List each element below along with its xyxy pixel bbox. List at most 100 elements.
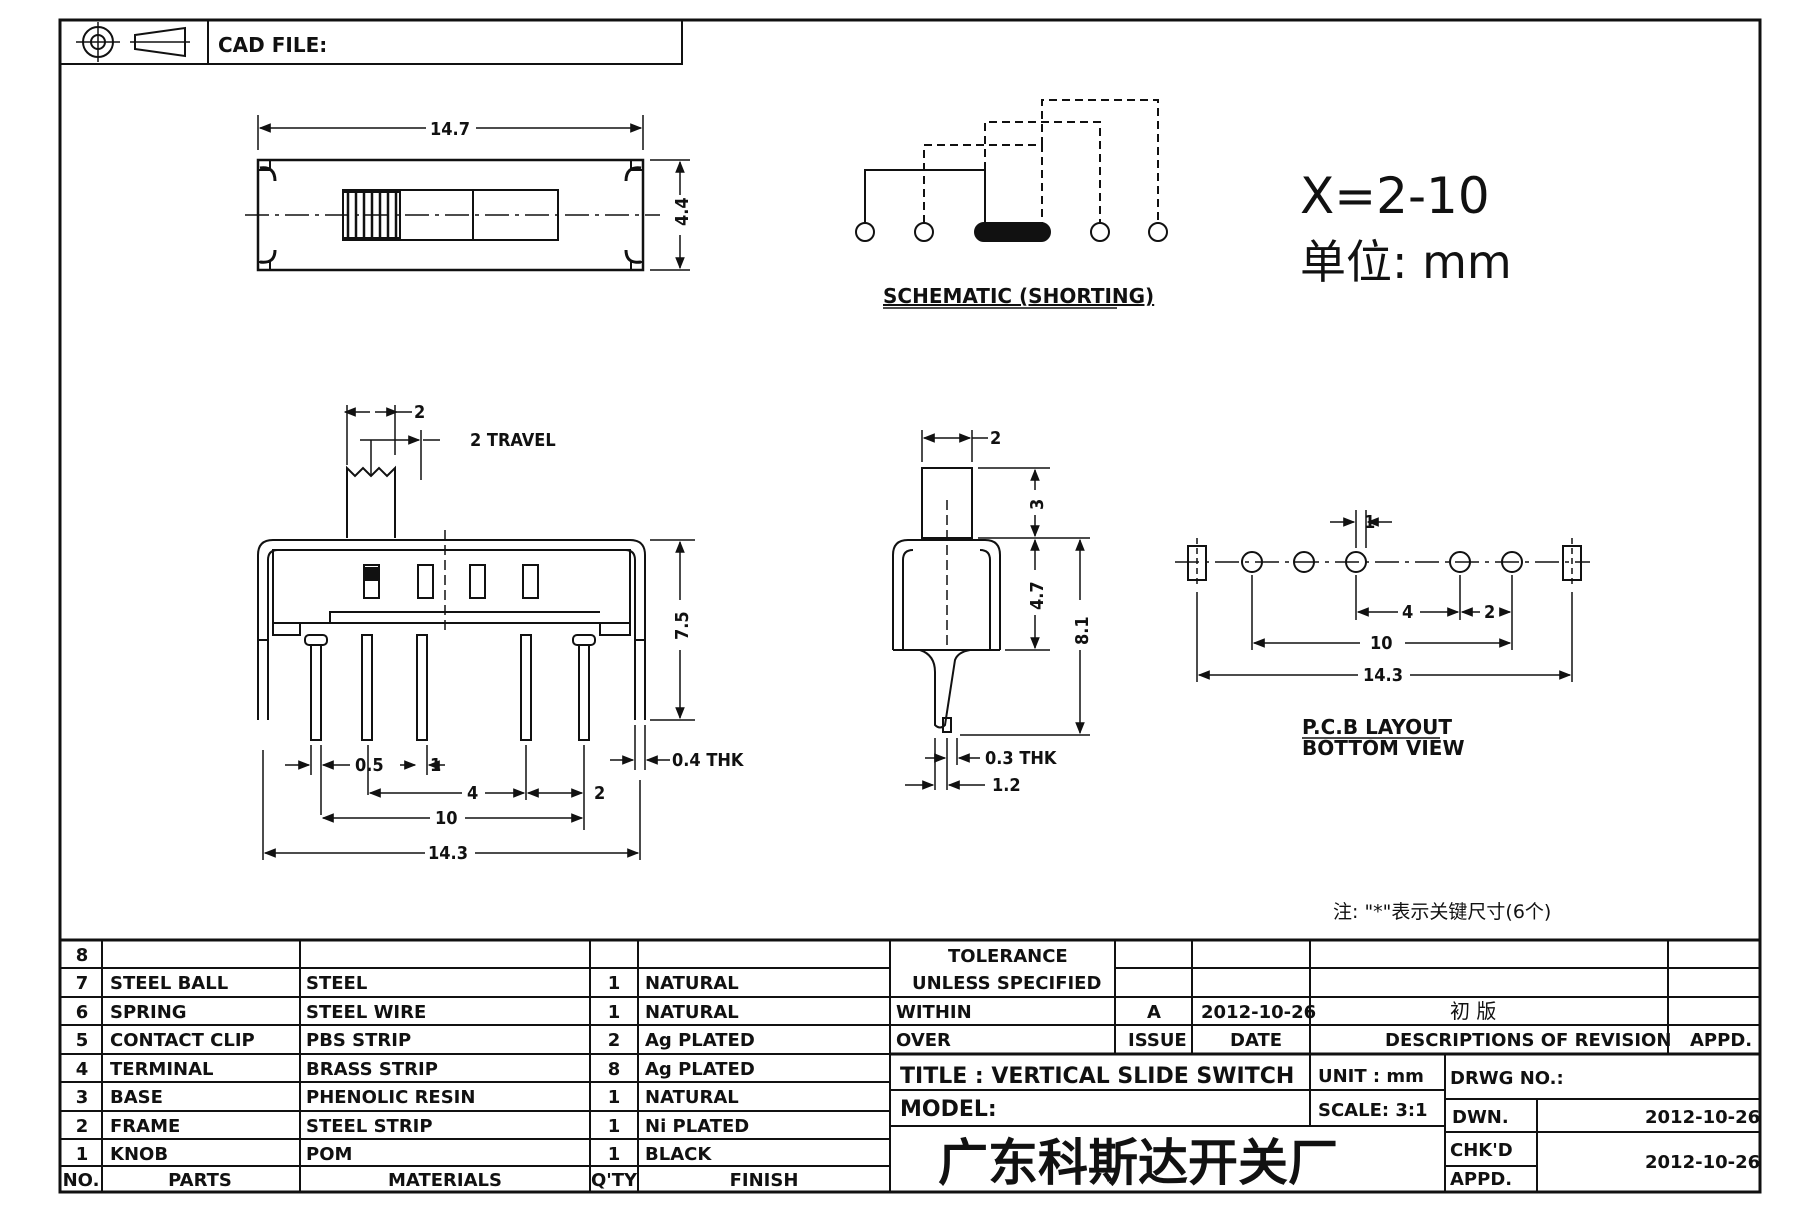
bom-header-no: NO. bbox=[63, 1170, 100, 1191]
bom-header-finish: FINISH bbox=[730, 1170, 799, 1191]
bom-row-part: SPRING bbox=[110, 1002, 187, 1023]
pcb-layout-label: P.C.B LAYOUT bbox=[1302, 715, 1452, 739]
drawn-date: 2012-10-26 bbox=[1645, 1107, 1760, 1128]
front-height-dim: 7.5 bbox=[672, 611, 693, 640]
side-view bbox=[892, 430, 1090, 790]
header-box: CAD FILE: bbox=[59, 19, 683, 65]
front-overall-dim: 14.3 bbox=[428, 843, 468, 864]
top-view-height-dim: 4.4 bbox=[672, 197, 693, 226]
issue-header: ISSUE bbox=[1128, 1030, 1187, 1051]
critical-dim-footnote: 注: "*"表示关键尺寸(6个) bbox=[1333, 901, 1551, 923]
top-view-length-dim: 14.7 bbox=[430, 119, 470, 140]
side-knob-width-dim: 2 bbox=[990, 428, 1001, 449]
schematic-diagram bbox=[855, 99, 1168, 242]
bom-header-parts: PARTS bbox=[168, 1170, 232, 1191]
revision-date-value: 2012-10-26 bbox=[1201, 1002, 1316, 1023]
front-pin-gap-dim: 1 bbox=[430, 755, 441, 776]
bom-row-number: 6 bbox=[76, 1002, 89, 1023]
bom-row-number: 1 bbox=[76, 1144, 89, 1165]
bom-row-finish: BLACK bbox=[645, 1144, 712, 1165]
revision-description: 初 版 bbox=[1450, 999, 1496, 1023]
front-pin-width-dim: 0.5 bbox=[355, 755, 384, 776]
bom-row-number: 8 bbox=[76, 945, 89, 966]
bom-row-finish: Ag PLATED bbox=[645, 1059, 755, 1080]
bom-row-finish: NATURAL bbox=[645, 1087, 739, 1108]
top-view bbox=[245, 115, 690, 272]
bom-row-finish: Ag PLATED bbox=[645, 1030, 755, 1051]
bom-row-part: KNOB bbox=[110, 1144, 168, 1165]
bom-row-part: BASE bbox=[110, 1087, 163, 1108]
bom-row-material: STEEL STRIP bbox=[306, 1116, 433, 1137]
title-block bbox=[890, 940, 1760, 1192]
bom-row-material: POM bbox=[306, 1144, 352, 1165]
side-pin-width-dim: 1.2 bbox=[992, 775, 1021, 796]
bom-header-materials: MATERIALS bbox=[388, 1170, 502, 1191]
bom-row-number: 4 bbox=[76, 1059, 89, 1080]
bom-row-qty: 1 bbox=[608, 973, 621, 994]
cad-file-label: CAD FILE: bbox=[218, 33, 327, 57]
bom-row-part: STEEL BALL bbox=[110, 973, 228, 994]
pcb-span-dim: 10 bbox=[1370, 633, 1393, 654]
projection-symbol-icon bbox=[76, 22, 190, 62]
pcb-pitch-small-dim: 2 bbox=[1484, 602, 1495, 623]
bom-row-qty: 1 bbox=[608, 1144, 621, 1165]
side-knob-height-dim: 3 bbox=[1027, 499, 1048, 510]
front-span-dim: 10 bbox=[435, 808, 458, 829]
bom-row-qty: 8 bbox=[608, 1059, 621, 1080]
bom-row-number: 7 bbox=[76, 973, 89, 994]
drawn-label: DWN. bbox=[1452, 1107, 1509, 1128]
checked-label: CHK'D bbox=[1450, 1140, 1513, 1161]
schematic-label: SCHEMATIC (SHORTING) bbox=[883, 284, 1154, 308]
bom-row-qty: 1 bbox=[608, 1116, 621, 1137]
drawing-title: TITLE : VERTICAL SLIDE SWITCH bbox=[900, 1064, 1294, 1089]
bom-table bbox=[60, 938, 1760, 1192]
bom-row-material: BRASS STRIP bbox=[306, 1059, 438, 1080]
bom-row-part: TERMINAL bbox=[110, 1059, 214, 1080]
bom-row-material: STEEL bbox=[306, 973, 367, 994]
drawing-number-label: DRWG NO.: bbox=[1450, 1068, 1564, 1089]
bom-row-material: STEEL WIRE bbox=[306, 1002, 426, 1023]
pcb-bottom-view-label: BOTTOM VIEW bbox=[1302, 736, 1465, 760]
scale-label: SCALE: 3:1 bbox=[1318, 1100, 1428, 1121]
bom-row-qty: 1 bbox=[608, 1087, 621, 1108]
over-label: OVER bbox=[896, 1030, 951, 1051]
bom-row-part: CONTACT CLIP bbox=[110, 1030, 255, 1051]
approved-label: APPD. bbox=[1450, 1169, 1512, 1190]
front-knob-width-dim: 2 bbox=[414, 402, 425, 423]
sheet-border bbox=[58, 18, 1762, 1194]
bom-row-qty: 2 bbox=[608, 1030, 621, 1051]
front-travel-dim: 2 TRAVEL bbox=[470, 430, 556, 451]
unit-label: UNIT : mm bbox=[1318, 1066, 1424, 1087]
front-view bbox=[257, 405, 695, 860]
tolerance-label: TOLERANCE bbox=[948, 946, 1068, 967]
bom-row-number: 5 bbox=[76, 1030, 89, 1051]
within-label: WITHIN bbox=[896, 1002, 972, 1023]
model-label: MODEL: bbox=[900, 1097, 997, 1122]
side-thickness-dim: 0.3 THK bbox=[985, 748, 1058, 769]
unless-specified-label: UNLESS SPECIFIED bbox=[912, 973, 1101, 994]
bom-row-finish: NATURAL bbox=[645, 1002, 739, 1023]
company-name: 广东科斯达开关厂 bbox=[938, 1134, 1338, 1192]
issue-value: A bbox=[1147, 1002, 1161, 1023]
bom-row-finish: NATURAL bbox=[645, 973, 739, 994]
unit-note: 单位: mm bbox=[1300, 235, 1512, 289]
front-pitch-small-dim: 2 bbox=[594, 783, 605, 804]
bom-row-material: PBS STRIP bbox=[306, 1030, 411, 1051]
pcb-pitch-dim: 4 bbox=[1402, 602, 1413, 623]
front-thickness-dim: 0.4 THK bbox=[672, 750, 745, 771]
pcb-layout bbox=[1175, 510, 1590, 682]
bom-row-material: PHENOLIC RESIN bbox=[306, 1087, 475, 1108]
checked-date: 2012-10-26 bbox=[1645, 1152, 1760, 1173]
bom-header-qty: Q'TY bbox=[591, 1170, 638, 1191]
bom-row-number: 3 bbox=[76, 1087, 89, 1108]
bom-row-number: 2 bbox=[76, 1116, 89, 1137]
bom-row-qty: 1 bbox=[608, 1002, 621, 1023]
descriptions-header: DESCRIPTIONS OF REVISION bbox=[1385, 1030, 1671, 1051]
pcb-overall-dim: 14.3 bbox=[1363, 665, 1403, 686]
side-body-height-dim: 4.7 bbox=[1027, 581, 1048, 610]
pcb-pitch-min-dim: 1 bbox=[1364, 512, 1375, 533]
x-range-note: X=2-10 bbox=[1300, 167, 1490, 225]
bom-row-finish: Ni PLATED bbox=[645, 1116, 749, 1137]
